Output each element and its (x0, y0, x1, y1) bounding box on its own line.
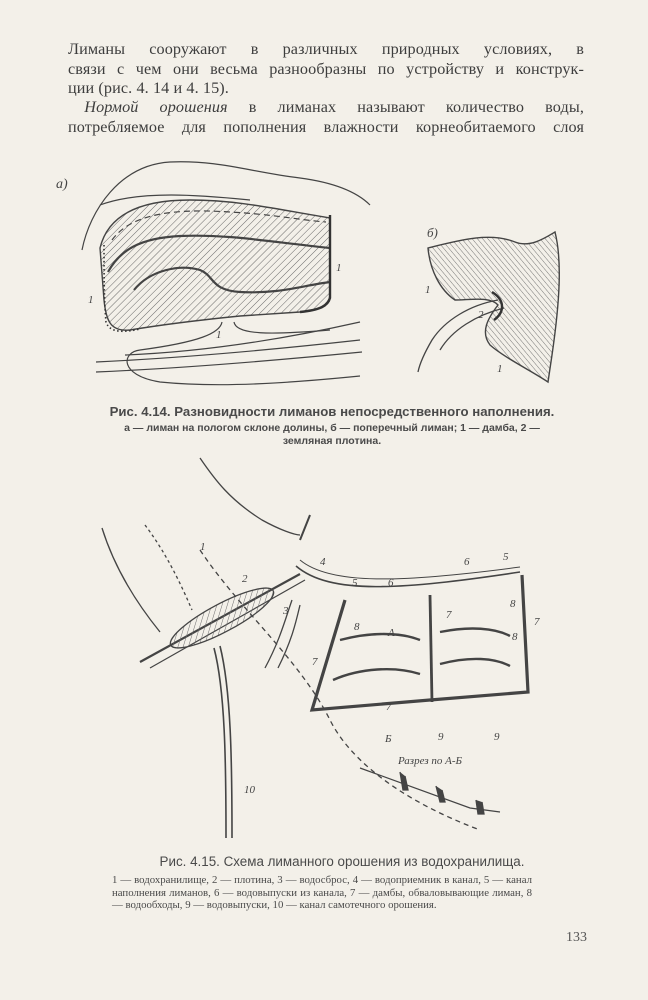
paragraph-intro: Лиманы сооружают в различных природных у… (68, 40, 584, 99)
num-9b: 9 (494, 731, 500, 743)
fig-b-label: б) (427, 225, 438, 240)
num-9: 9 (438, 731, 444, 743)
fig-a-num-1: 1 (336, 262, 342, 274)
fig-a-num-1b: 1 (88, 294, 94, 306)
letter-a: А (387, 627, 395, 639)
fig-4-15-numbers: 1 2 3 4 5 5 6 6 7 7 7 7 8 8 8 9 9 10 А Б… (200, 541, 540, 796)
page-number: 133 (566, 930, 587, 945)
num-6: 6 (388, 577, 394, 589)
num-8: 8 (354, 621, 360, 633)
fig15-caption-body: 1 — водохранилище, 2 — плотина, 3 — водо… (112, 874, 532, 912)
num-4: 4 (320, 556, 326, 568)
fig-b-num-1: 1 (425, 284, 431, 296)
fig14-caption-title: Рис. 4.14. Разновидности лиманов непосре… (109, 404, 555, 419)
caption-line: а — лиман на пологом склоне долины, б — … (124, 422, 540, 434)
num-3: 3 (282, 605, 289, 617)
num-5b: 5 (503, 551, 509, 563)
fig15-caption-title: Рис. 4.15. Схема лиманного орошения из в… (159, 854, 525, 869)
num-6b: 6 (464, 556, 470, 568)
section-label: Разрез по А-Б (397, 755, 463, 767)
num-8b: 8 (510, 598, 516, 610)
num-7d: 7 (386, 701, 392, 713)
fig-4-15-drawing (101, 457, 530, 839)
text-line: потребляемое для пополнения влажности ко… (68, 117, 584, 136)
fig-b-num-2: 2 (478, 309, 484, 321)
num-8c: 8 (512, 631, 518, 643)
fig-b-liman (427, 230, 560, 384)
fig-a-liman (99, 199, 331, 331)
text-line: ции (рис. 4. 14 и 4. 15). (68, 79, 229, 97)
num-7: 7 (534, 616, 540, 628)
caption-line: земляная плотина. (282, 434, 382, 447)
text-fragment: в лиманах называют количество воды, (227, 98, 584, 116)
fig-b-num-1b: 1 (497, 363, 503, 375)
num-2: 2 (242, 573, 248, 585)
num-10: 10 (244, 784, 256, 796)
fig-a-contours (81, 161, 371, 386)
paragraph-norm: Нормой орошения в лиманах называют колич… (68, 98, 584, 137)
text-line: связи с чем они весьма разнообразны по у… (68, 59, 584, 78)
num-7b: 7 (446, 609, 452, 621)
num-7c: 7 (312, 656, 318, 668)
num-1: 1 (200, 541, 206, 553)
text-line: Лиманы сооружают в различных природных у… (68, 40, 584, 58)
fig-a-num-1c: 1 (216, 329, 222, 341)
text-line: Нормой орошения в лиманах называют колич… (68, 98, 584, 118)
num-5: 5 (352, 577, 358, 589)
fig14-caption-body: а — лиман на пологом склоне долины, б — … (92, 422, 572, 447)
fig-a-label: а) (56, 177, 68, 192)
letter-b: Б (384, 733, 392, 745)
term-italic: Нормой орошения (84, 98, 228, 116)
